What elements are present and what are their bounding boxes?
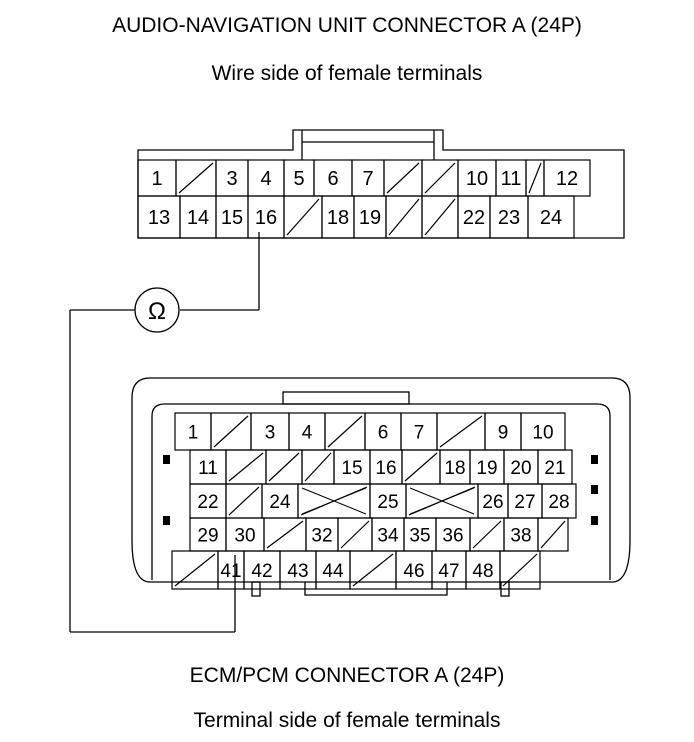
top-row1-unused-terminal-7 — [386, 162, 420, 194]
ecm-cross-mark-0-1 — [301, 487, 367, 515]
ecm-row5-terminal-43: 43 — [287, 561, 308, 582]
top-row1-terminal-6: 6 — [327, 168, 338, 190]
ecm-cross-mark-1-1 — [409, 487, 475, 515]
ecm-row2-terminal-16: 16 — [375, 458, 396, 479]
ecm-locator-mark-1 — [163, 516, 170, 525]
ecm-locator-mark-4 — [591, 516, 598, 525]
ecm-row2-unused-terminal-1 — [228, 452, 264, 482]
ecm-row1-terminal-4: 4 — [302, 422, 313, 443]
ecm-row3-terminal-24: 24 — [269, 492, 291, 513]
ecm-row3-terminal-26: 26 — [482, 492, 503, 513]
top-row2-terminal-23: 23 — [498, 207, 520, 229]
ecm-row2-terminal-20: 20 — [510, 458, 531, 479]
ecm-row1-terminal-6: 6 — [378, 422, 389, 443]
ecm-row5-terminal-42: 42 — [251, 561, 272, 582]
ecm-row2-unused-terminal-6 — [404, 452, 438, 482]
ecm-row5-unused-terminal-0 — [174, 553, 216, 587]
ecm-row4-unused-terminal-4 — [340, 520, 370, 549]
ecm-row2-terminal-18: 18 — [444, 458, 465, 479]
ecm-row3-terminal-27: 27 — [514, 492, 535, 513]
ecm-row1-unused-terminal-1 — [213, 415, 249, 448]
top-row1-terminal-3: 3 — [226, 168, 237, 190]
ecm-row4-unused-terminal-10 — [540, 520, 566, 549]
ecm-row4-unused-terminal-2 — [266, 520, 304, 549]
ecm-row3-terminal-25: 25 — [377, 492, 398, 513]
ecm-row2-terminal-21: 21 — [544, 458, 565, 479]
top-row2-unused-terminal-4 — [286, 198, 320, 236]
ecm-row5-cell-empty-9 — [499, 550, 541, 590]
top-row2-terminal-19: 19 — [359, 207, 381, 229]
top-row2-terminal-14: 14 — [187, 207, 209, 229]
ecm-row4-unused-terminal-8 — [472, 520, 502, 549]
top-row2-unused-terminal-7 — [388, 198, 420, 236]
ecm-row4-terminal-34: 34 — [377, 525, 399, 546]
ecm-row1-terminal-3: 3 — [265, 422, 276, 443]
top-row1-unused-terminal-1 — [178, 162, 214, 194]
top-row1-terminal-12: 12 — [556, 168, 578, 190]
top-connector-title: AUDIO-NAVIGATION UNIT CONNECTOR A (24P) — [112, 14, 582, 37]
ecm-row5-terminal-46: 46 — [403, 561, 424, 582]
top-row1-terminal-10: 10 — [466, 168, 488, 190]
ecm-row1-terminal-10: 10 — [532, 422, 553, 443]
ecm-locator-mark-3 — [591, 485, 598, 494]
ecm-row4-terminal-29: 29 — [197, 525, 218, 546]
top-row1-unused-terminal-11 — [528, 162, 542, 194]
bottom-connector-title: ECM/PCM CONNECTOR A (24P) — [189, 664, 505, 687]
top-row2-unused-terminal-8 — [424, 198, 456, 236]
top-connector-subtitle: Wire side of female terminals — [211, 62, 483, 85]
ecm-locator-mark-2 — [591, 455, 598, 464]
ecm-row3-unused-terminal-1 — [228, 486, 260, 516]
top-row2-terminal-15: 15 — [221, 207, 243, 229]
top-row2-terminal-24: 24 — [540, 207, 562, 229]
ecm-row1-unused-terminal-7 — [439, 415, 483, 448]
ecm-row1-terminal-1: 1 — [188, 422, 199, 443]
top-row1-terminal-1: 1 — [151, 168, 162, 190]
top-row2-terminal-16: 16 — [255, 207, 277, 229]
ecm-row4-terminal-30: 30 — [234, 525, 255, 546]
bottom-connector-outline — [131, 377, 631, 583]
ecm-row2-unused-terminal-3 — [304, 452, 332, 482]
top-row1-terminal-7: 7 — [362, 168, 373, 190]
top-row2-terminal-22: 22 — [463, 207, 485, 229]
ecm-row4-terminal-36: 36 — [442, 525, 463, 546]
top-row2-cell-24 — [527, 195, 575, 239]
ecm-row1-terminal-7: 7 — [414, 422, 425, 443]
ecm-row2-terminal-11: 11 — [198, 458, 218, 479]
ecm-row3-terminal-22: 22 — [197, 492, 218, 513]
bottom-connector-inner — [151, 403, 611, 580]
ecm-row5-unused-terminal-9 — [502, 553, 538, 587]
ecm-row2-terminal-19: 19 — [476, 458, 497, 479]
bottom-top-tab — [282, 391, 410, 405]
ecm-row4-terminal-32: 32 — [311, 525, 332, 546]
ecm-row1-terminal-9: 9 — [498, 422, 509, 443]
ohm-symbol: Ω — [148, 298, 166, 325]
ecm-row3-terminal-28: 28 — [548, 492, 569, 513]
ecm-row2-terminal-15: 15 — [341, 458, 362, 479]
top-row2-terminal-18: 18 — [327, 207, 349, 229]
bottom-connector-subtitle: Terminal side of female terminals — [193, 709, 501, 732]
ecm-row4-terminal-35: 35 — [409, 525, 430, 546]
ecm-row1-unused-terminal-4 — [327, 415, 363, 448]
top-row2-terminal-13: 13 — [148, 207, 170, 229]
top-row1-terminal-4: 4 — [260, 168, 271, 190]
ecm-row5-terminal-48: 48 — [472, 561, 493, 582]
ecm-row2-unused-terminal-2 — [268, 452, 300, 482]
ecm-row5-unused-terminal-5 — [352, 553, 394, 587]
top-row1-terminal-11: 11 — [501, 168, 522, 190]
ecm-row5-terminal-41: 41 — [220, 561, 241, 582]
ecm-locator-mark-0 — [163, 455, 170, 464]
ecm-row5-terminal-47: 47 — [438, 561, 459, 582]
ohmmeter-icon — [134, 287, 180, 333]
ecm-row4-terminal-38: 38 — [510, 525, 531, 546]
top-row1-terminal-5: 5 — [293, 168, 304, 190]
ecm-row5-terminal-44: 44 — [322, 561, 344, 582]
ecm-row4-cell-empty-10 — [537, 517, 569, 552]
top-row1-unused-terminal-8 — [424, 162, 456, 194]
